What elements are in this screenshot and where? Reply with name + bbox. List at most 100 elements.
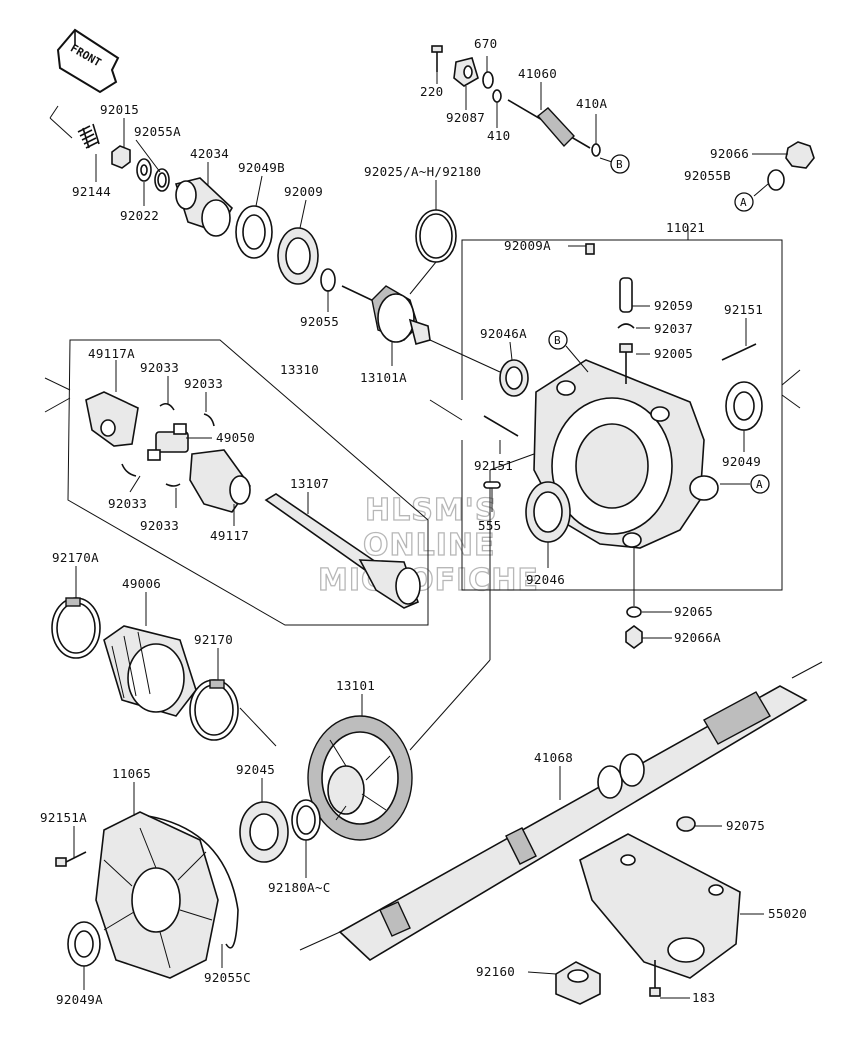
callout-92151-right: 92151 (724, 302, 763, 317)
washer-92065 (626, 548, 642, 618)
callout-92046: 92046 (526, 572, 565, 587)
callout-13101A: 13101A (360, 370, 407, 385)
bolt-92005 (619, 343, 633, 384)
front-arrow-icon: FRONT (56, 28, 120, 94)
callout-92022: 92022 (120, 208, 159, 223)
yoke-49117 (189, 449, 251, 513)
callout-670: 670 (474, 36, 497, 51)
callout-11021: 11021 (666, 220, 705, 235)
pinion-gear-13101A (341, 285, 431, 345)
callout-92065: 92065 (674, 604, 713, 619)
leader-lines (73, 56, 788, 999)
oring-92055B (767, 169, 785, 191)
callout-92015: 92015 (100, 102, 139, 117)
shaft-41060 (507, 99, 591, 149)
clamp-92087 (453, 57, 479, 87)
callout-11065: 11065 (112, 766, 151, 781)
shim-92025 (415, 209, 457, 263)
drive-shaft-41068 (299, 661, 823, 961)
callout-41060: 41060 (518, 66, 557, 81)
bearing-92045 (239, 801, 289, 863)
callout-92151-left: 92151 (474, 458, 513, 473)
callout-92005: 92005 (654, 346, 693, 361)
ref-circle-a1: A (734, 192, 754, 212)
stud-92151-right (721, 343, 757, 361)
callout-92046A: 92046A (480, 326, 527, 341)
bearing-92046 (525, 481, 571, 543)
callout-183: 183 (692, 990, 715, 1005)
yoke-49117A (85, 391, 139, 447)
callout-92055C: 92055C (204, 970, 251, 985)
plug-92066 (785, 141, 815, 169)
seal-92049A (67, 921, 101, 967)
cross-49050 (147, 423, 189, 461)
callout-92144: 92144 (72, 184, 111, 199)
shaft-13107 (264, 493, 421, 609)
callout-92033-bottom1: 92033 (108, 496, 147, 511)
callout-49117: 49117 (210, 528, 249, 543)
pin-92059 (619, 277, 633, 313)
clamp-92170A (51, 597, 101, 659)
callout-92025-range: 92025/A~H/92180 (364, 164, 481, 179)
group-frames (44, 239, 801, 751)
spring-92144 (49, 105, 100, 149)
callout-555: 555 (478, 518, 501, 533)
plug-92009A (585, 243, 595, 255)
oring-92055A (154, 168, 170, 192)
callout-410: 410 (487, 128, 510, 143)
seal-92049 (725, 381, 763, 431)
ref-b1-label: B (616, 158, 623, 171)
oring-670 (482, 71, 494, 89)
ref-circle-a2: A (720, 474, 770, 494)
callout-92087: 92087 (446, 110, 485, 125)
stud-92151-left (483, 415, 519, 437)
callout-49006: 49006 (122, 576, 161, 591)
bearing-92046A (429, 339, 529, 397)
callout-13107: 13107 (290, 476, 329, 491)
nut-92015 (111, 145, 131, 169)
callout-92033-top2: 92033 (184, 376, 223, 391)
clip-92037 (617, 323, 635, 329)
callout-220: 220 (420, 84, 443, 99)
callout-92037: 92037 (654, 321, 693, 336)
callout-92075: 92075 (726, 818, 765, 833)
seal-92049B (235, 205, 273, 259)
washer-410 (492, 89, 502, 103)
ref-b2-label: B (554, 334, 561, 347)
callout-92059: 92059 (654, 298, 693, 313)
ref-a1-label: A (740, 196, 747, 209)
ref-circle-b1: B (610, 154, 630, 174)
ref-a2-label: A (756, 478, 763, 491)
callout-41068: 41068 (534, 750, 573, 765)
seal-92009 (277, 227, 319, 285)
callout-92160: 92160 (476, 964, 515, 979)
pin-555 (483, 481, 501, 489)
washer-92022 (136, 158, 152, 182)
callout-49050: 49050 (216, 430, 255, 445)
callout-92033-bottom2: 92033 (140, 518, 179, 533)
case-11021 (533, 359, 719, 549)
callout-92055A: 92055A (134, 124, 181, 139)
boot-49006 (103, 625, 197, 717)
callout-92066A: 92066A (674, 630, 721, 645)
bearing-42034 (174, 177, 234, 237)
ref-circle-b2: B (548, 330, 589, 373)
clamp-92170 (189, 679, 277, 747)
callout-92049: 92049 (722, 454, 761, 469)
callout-92170A: 92170A (52, 550, 99, 565)
callout-92049A: 92049A (56, 992, 103, 1007)
washer-410A (591, 143, 601, 157)
oring-92055 (320, 268, 336, 292)
ring-gear-13101 (307, 715, 413, 841)
callout-92009A: 92009A (504, 238, 551, 253)
callout-92055: 92055 (300, 314, 339, 329)
callout-13310: 13310 (280, 362, 319, 377)
callout-92151A: 92151A (40, 810, 87, 825)
callout-92045: 92045 (236, 762, 275, 777)
callout-92066: 92066 (710, 146, 749, 161)
bolt-183 (649, 960, 661, 997)
callout-42034: 42034 (190, 146, 229, 161)
shim-92180A (291, 799, 321, 841)
watermark-line-2: ONLINE (363, 528, 496, 563)
plug-92066A (625, 625, 643, 649)
